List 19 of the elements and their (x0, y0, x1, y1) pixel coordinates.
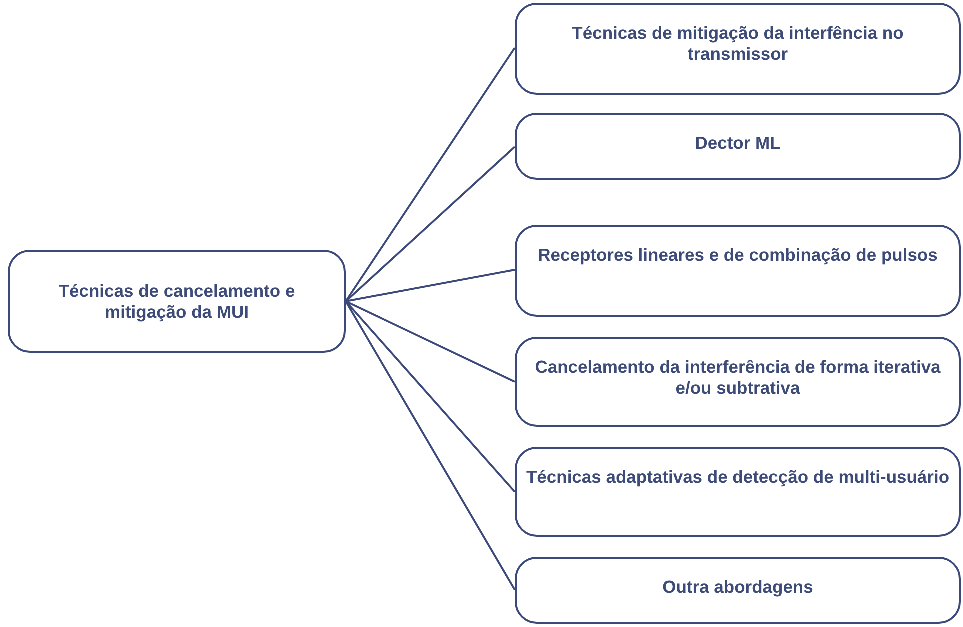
connector-line (345, 47, 516, 302)
box-label: Outra abordagens (662, 577, 814, 598)
rounded-box (515, 337, 961, 427)
box-label: Técnicas adaptativas de detecção de multi-usuário (526, 467, 950, 488)
connector-line (345, 146, 516, 302)
connector-line (346, 269, 516, 302)
box-label: Técnicas de cancelamento e mitigação da MUI (58, 280, 296, 322)
box-label: Dector ML (695, 133, 781, 154)
rounded-box (515, 113, 961, 180)
rounded-box (515, 3, 961, 95)
connector-line (345, 301, 516, 590)
rounded-box (515, 225, 961, 317)
box-label: Receptores lineares e de combinação de pulsos (538, 245, 938, 266)
box-label: Técnicas de mitigação da interfência no transmissor (571, 23, 905, 65)
rounded-box (8, 250, 346, 353)
rounded-box (515, 557, 961, 624)
box-label: Cancelamento da interferência de forma iterativa e/ou subtrativa (534, 357, 942, 399)
rounded-box (515, 447, 961, 537)
connector-line (346, 300, 516, 383)
